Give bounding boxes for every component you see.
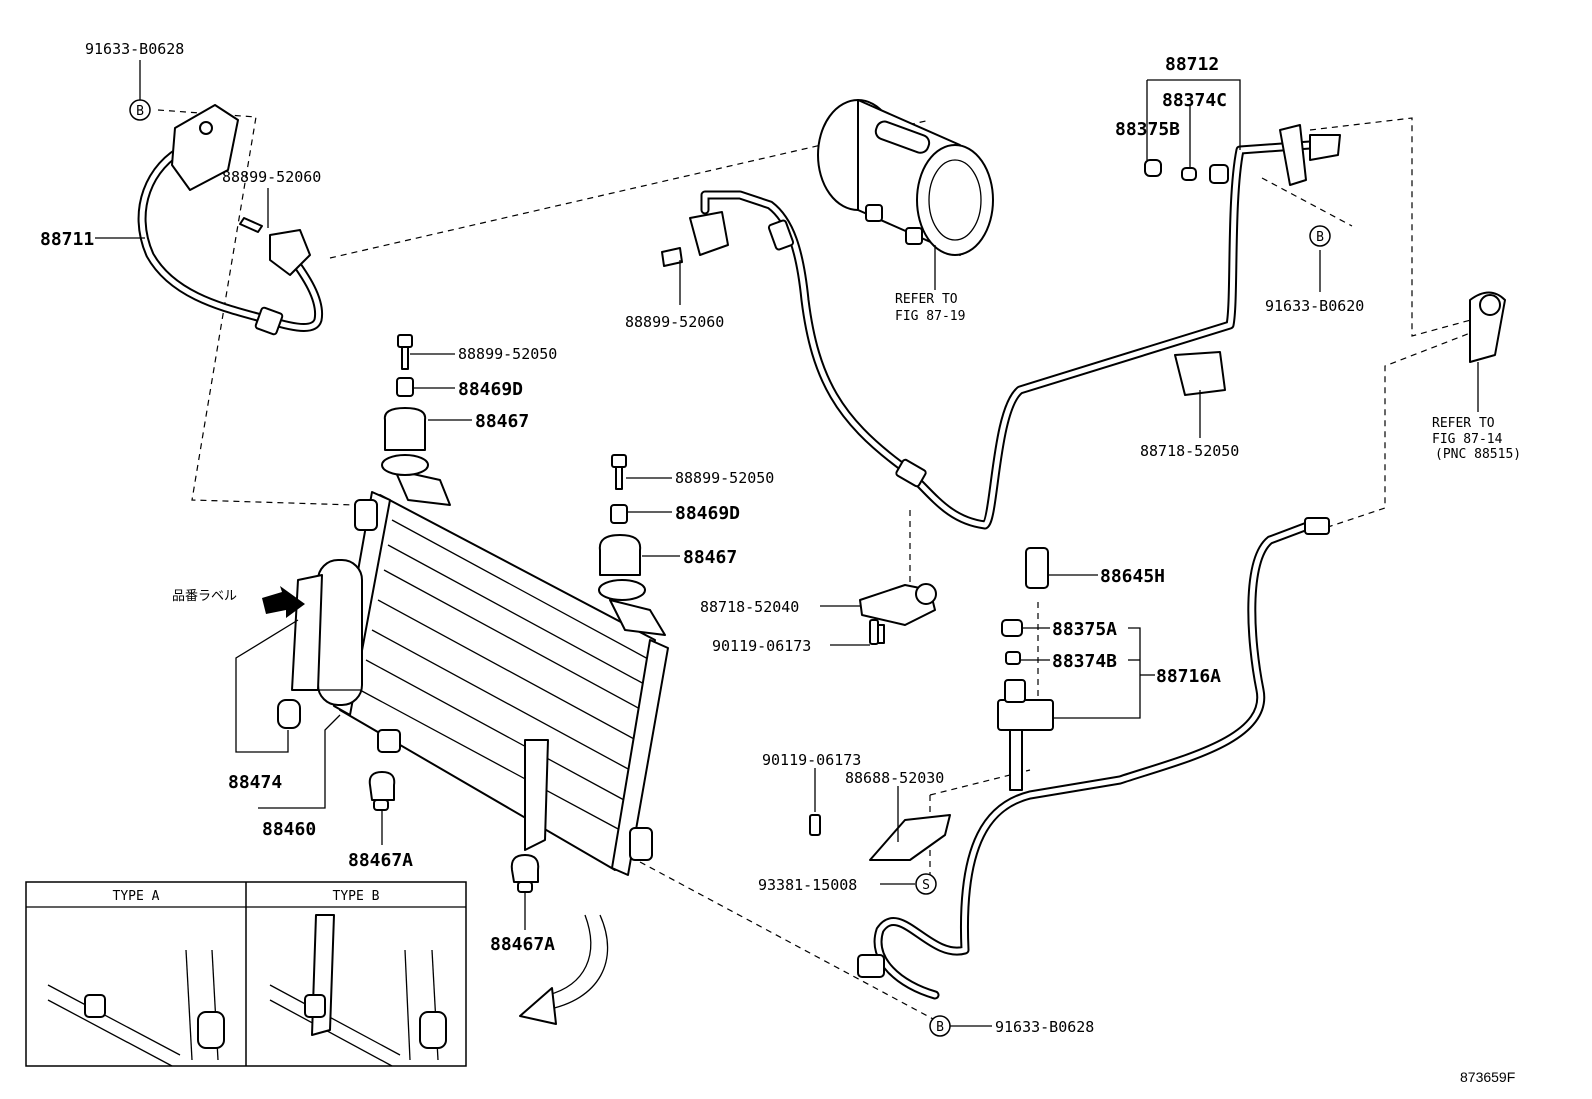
label-88474: 88474 — [228, 772, 282, 793]
discharge-hose-88711 — [137, 104, 324, 336]
label-88899-52050-a: 88899-52050 — [458, 345, 557, 363]
part-label-sticker — [262, 574, 323, 691]
label-refer-compressor-2: FIG 87-19 — [895, 309, 965, 324]
part-labels: 91633-B0628 88711 88899-52060 88899-5205… — [40, 40, 1521, 1036]
figure-code: 873659F — [1460, 1069, 1515, 1085]
rotation-arrow-icon — [519, 914, 609, 1025]
label-90119-06173-a: 90119-06173 — [712, 637, 811, 655]
cushion-88467a-left — [368, 771, 396, 811]
label-88645h: 88645H — [1100, 566, 1165, 587]
label-88469d-a: 88469D — [458, 379, 523, 400]
label-refer-compressor-1: REFER TO — [895, 292, 958, 307]
label-type-b: TYPE B — [333, 889, 380, 904]
type-b-detail — [269, 914, 447, 1067]
right-clip — [1469, 291, 1506, 363]
svg-text:B: B — [936, 1020, 944, 1035]
label-88467a-left: 88467A — [348, 850, 413, 871]
label-hinban: 品番ラベル — [172, 589, 237, 604]
label-refer-right-1: REFER TO — [1432, 416, 1495, 431]
bracket-88716a-parts — [1144, 159, 1229, 184]
label-91633-b0628-top: 91633-B0628 — [85, 40, 184, 58]
type-inset-box: TYPE A TYPE B — [25, 881, 467, 1067]
cushion-88467a-right — [510, 854, 540, 893]
label-88374b: 88374B — [1052, 651, 1117, 672]
circle-marker-b-bottom: B — [929, 1015, 951, 1037]
svg-text:B: B — [1316, 230, 1324, 245]
pressure-switch-block — [997, 547, 1054, 791]
svg-text:S: S — [922, 878, 930, 893]
label-refer-right-2: FIG 87-14 — [1432, 432, 1503, 447]
label-88718-52050: 88718-52050 — [1140, 442, 1239, 460]
label-88375a: 88375A — [1052, 619, 1117, 640]
plug-88474 — [277, 699, 301, 729]
compressor — [817, 99, 994, 256]
suction-pipe — [661, 124, 1341, 530]
liquid-pipe — [857, 517, 1330, 1000]
bracket-88718-52050 — [1174, 351, 1226, 396]
svg-text:B: B — [136, 104, 144, 119]
label-88899-52060-mid: 88899-52060 — [625, 313, 724, 331]
label-88899-52050-b: 88899-52050 — [675, 469, 774, 487]
condenser-assembly — [317, 469, 669, 876]
label-88374c: 88374C — [1162, 90, 1227, 111]
label-88469d-b: 88469D — [675, 503, 740, 524]
label-88467-b: 88467 — [683, 547, 737, 568]
circle-marker-s: S — [915, 873, 937, 895]
mount-stack-right — [598, 454, 646, 601]
label-93381-15008: 93381-15008 — [758, 876, 857, 894]
label-88718-52040: 88718-52040 — [700, 598, 799, 616]
label-refer-right-3: (PNC 88515) — [1435, 447, 1521, 462]
label-88716a: 88716A — [1156, 666, 1221, 687]
label-88688-52030: 88688-52030 — [845, 769, 944, 787]
label-type-a: TYPE A — [113, 889, 160, 904]
bracket-88688-52030 — [869, 814, 951, 861]
label-88712: 88712 — [1165, 54, 1219, 75]
leader-lines — [95, 60, 1479, 1027]
label-88467-a: 88467 — [475, 411, 529, 432]
bracket-88718-52040 — [859, 583, 937, 644]
label-88460: 88460 — [262, 819, 316, 840]
label-91633-b0628-bottom: 91633-B0628 — [995, 1018, 1094, 1036]
label-88711: 88711 — [40, 229, 94, 250]
bolts — [809, 619, 879, 836]
label-88375b: 88375B — [1115, 119, 1180, 140]
type-a-detail — [47, 949, 225, 1067]
label-90119-06173-b: 90119-06173 — [762, 751, 861, 769]
label-91633-b0620: 91633-B0620 — [1265, 297, 1364, 315]
label-88899-52060-left: 88899-52060 — [222, 168, 321, 186]
circle-marker-b-top: B — [129, 99, 151, 121]
mount-stack-left — [381, 334, 429, 476]
circle-marker-b-right: B — [1309, 225, 1331, 247]
condenser-fins — [359, 519, 651, 831]
label-88467a-right: 88467A — [490, 934, 555, 955]
